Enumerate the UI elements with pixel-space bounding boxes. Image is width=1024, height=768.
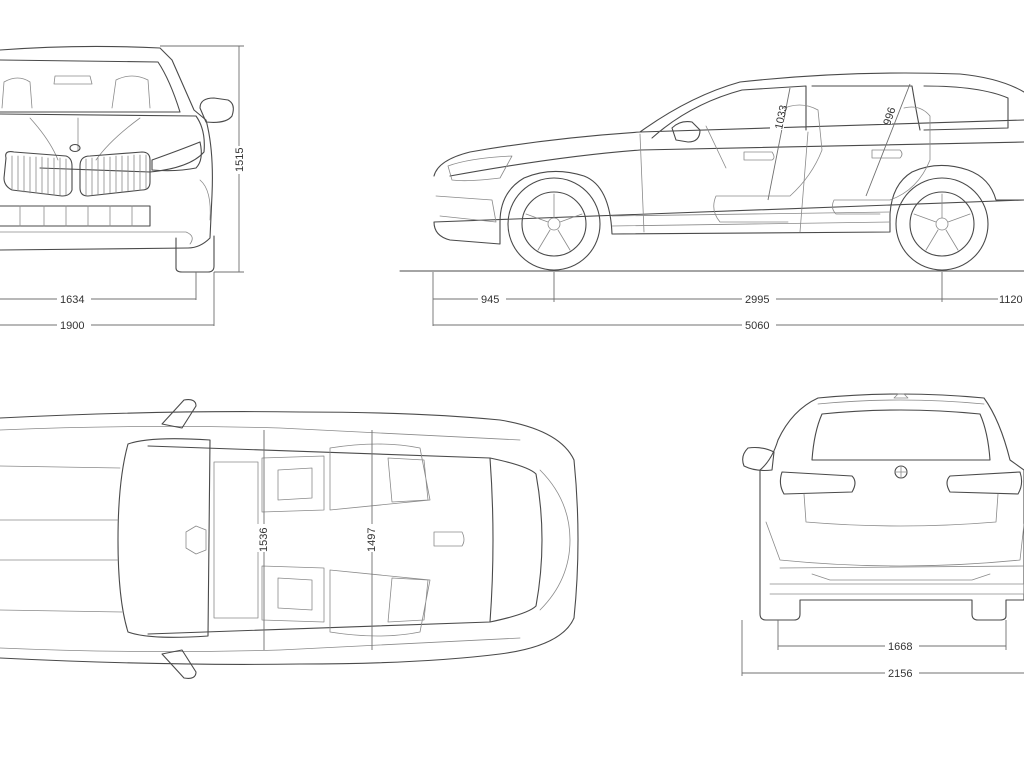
- front-splitter: [0, 231, 193, 245]
- top-hood: [539, 469, 571, 611]
- rear-window: [811, 409, 991, 461]
- top-roof: [147, 445, 494, 635]
- dim-wheelbase: 2995: [745, 294, 769, 306]
- dim-rear-overhang: 1120: [999, 294, 1023, 306]
- front-dimensions: 1515 1634 1900: [0, 45, 246, 332]
- top-seats: [185, 443, 465, 637]
- rear-spoiler: [817, 393, 985, 405]
- front-view: [0, 45, 234, 273]
- dim-rear-track: 1668: [888, 641, 912, 653]
- top-windshield: [489, 457, 543, 623]
- side-dimensions: 945 2995 1120 5060: [432, 272, 1024, 332]
- front-right-wheel: [175, 235, 215, 273]
- dim-front-interior-width: 1536: [258, 528, 270, 552]
- side-belt-line: [449, 141, 1024, 177]
- side-mirror: [671, 121, 701, 143]
- rear-badge-quarters: [894, 465, 908, 479]
- front-headlight: [151, 141, 202, 172]
- rear-view: [742, 393, 1024, 621]
- side-rear-wheel: [895, 177, 989, 271]
- top-view: 1536 1497: [0, 399, 579, 679]
- front-seat-left: [1, 77, 33, 109]
- side-door-cut-front: [639, 133, 645, 233]
- side-front-bumper: [435, 195, 497, 223]
- intake-slats: [19, 205, 133, 227]
- rear-body-outline: [759, 393, 1024, 621]
- dim-front-width: 1900: [60, 320, 84, 332]
- top-rear-window: [117, 438, 211, 638]
- front-hood: [0, 113, 205, 173]
- front-roofline: [0, 45, 213, 251]
- hood-crease-right: [95, 117, 141, 161]
- side-sill: [611, 211, 891, 227]
- dim-rear-headroom: 996: [881, 106, 898, 127]
- rear-view-mirror: [53, 75, 93, 85]
- top-mirror-right: [161, 649, 197, 679]
- top-gear-selector: [433, 531, 465, 547]
- interior-width-lines: [263, 430, 373, 650]
- front-wheel-arch: [199, 179, 211, 221]
- dim-front-height: 1515: [234, 148, 246, 172]
- rear-side-mirror: [742, 446, 775, 472]
- side-body-outline: [433, 72, 1024, 245]
- side-door-cut-rear: [799, 131, 809, 233]
- rear-tailgate: [803, 493, 999, 527]
- rear-bumper: [765, 521, 1024, 581]
- side-door-handle-front: [743, 151, 775, 161]
- dim-front-headroom: 1033: [773, 104, 790, 130]
- rear-diffuser: [769, 583, 1024, 595]
- top-rear-headrest: [185, 525, 207, 555]
- dim-front-track: 1634: [60, 294, 84, 306]
- side-front-wheel: [507, 177, 601, 271]
- front-seat-right: [111, 75, 151, 109]
- rear-seat-silhouette: [832, 106, 931, 215]
- front-side-mirror: [199, 97, 234, 123]
- dim-front-overhang: 945: [481, 294, 499, 306]
- rear-taillight-right: [946, 471, 1023, 495]
- roundel-badge-icon: [69, 143, 81, 153]
- rear-taillight-left: [779, 471, 856, 495]
- front-lower-intake: [0, 205, 151, 227]
- top-tailgate-lines: [0, 465, 123, 613]
- top-body-outline: [0, 411, 579, 665]
- side-window-line: [639, 85, 1024, 139]
- rear-dimensions: 1668 2156: [741, 620, 1024, 680]
- dim-rear-interior-width: 1497: [366, 528, 378, 552]
- top-side-line-lower: [0, 637, 521, 652]
- side-headlight: [447, 155, 513, 182]
- kidney-grille: [3, 151, 151, 197]
- side-door-handle-rear: [871, 149, 903, 159]
- dim-overall-length: 5060: [745, 320, 769, 332]
- front-seat-silhouette: [705, 104, 823, 223]
- top-mirror-left: [161, 399, 197, 429]
- hood-crease-left: [29, 117, 59, 161]
- headroom-lines: [767, 83, 911, 201]
- side-view: 1033 996: [399, 72, 1024, 272]
- top-side-line-upper: [0, 426, 521, 441]
- dim-width-with-mirrors: 2156: [888, 668, 912, 680]
- front-windshield: [0, 59, 181, 113]
